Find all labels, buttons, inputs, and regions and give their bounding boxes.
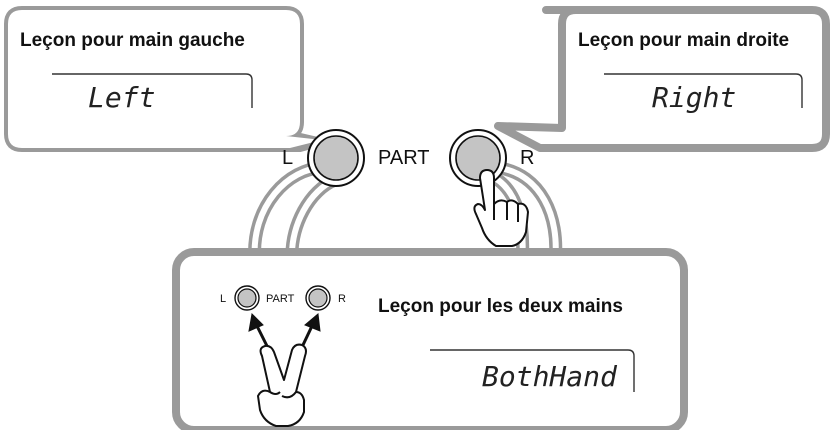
part-button-panel: L PART R (282, 129, 534, 187)
two-finger-hand-icon (257, 343, 307, 427)
button-label-l: L (282, 147, 293, 169)
callout-left: Leçon pour main gauche Left (4, 6, 326, 152)
lcd-display-left: Left (88, 81, 155, 114)
mini-label-part: PART (266, 293, 295, 305)
callout-both: L PART R Leçon pour les deux main (172, 248, 688, 430)
mini-right-button (305, 285, 331, 311)
button-label-r: R (520, 147, 534, 169)
callout-right: Leçon pour main droite Right (494, 6, 830, 152)
lcd-frame-right (604, 73, 803, 108)
pointing-hand-icon (473, 169, 529, 247)
lcd-display-right: Right (652, 81, 736, 114)
lcd-frame-both (430, 349, 635, 392)
callout-left-heading: Leçon pour main gauche (20, 30, 245, 51)
lcd-display-both: BothHand (482, 360, 618, 393)
callout-right-heading: Leçon pour main droite (578, 30, 789, 51)
lcd-frame-left (52, 73, 253, 108)
mini-label-l: L (220, 293, 226, 305)
mini-label-r: R (338, 293, 346, 305)
left-part-button[interactable] (307, 129, 365, 187)
mini-part-panel: L PART R (220, 285, 346, 311)
mini-left-button (234, 285, 260, 311)
button-label-part: PART (378, 147, 430, 169)
right-part-button[interactable] (449, 129, 507, 187)
callout-both-heading: Leçon pour les deux mains (378, 296, 623, 317)
